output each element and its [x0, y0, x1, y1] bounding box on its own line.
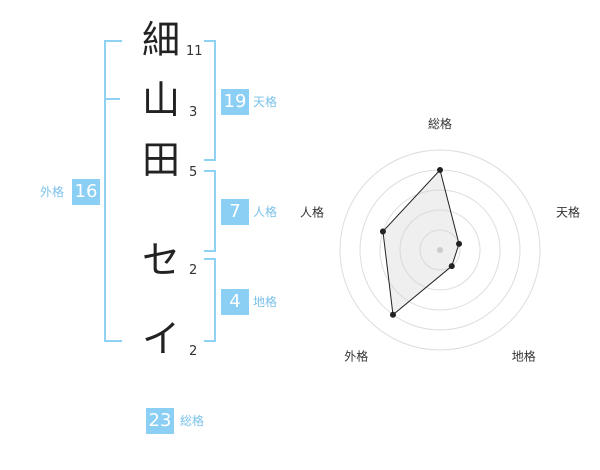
- radar-point-1: [437, 167, 443, 173]
- name-char-3: 田: [141, 138, 180, 182]
- chikaku-bracket: [204, 258, 216, 342]
- radar-ring-3: [379, 189, 501, 311]
- radar-center: [437, 247, 443, 253]
- radar-axis-label-3: 地格: [512, 349, 536, 364]
- radar-point-2: [456, 240, 463, 247]
- jinkaku-label: 人格: [253, 205, 278, 219]
- gaikaku-value: 16: [72, 179, 100, 205]
- radar-polygon: [382, 168, 460, 316]
- radar-point-5: [379, 228, 386, 235]
- soukaku-value: 23: [146, 408, 174, 434]
- radar-point-3: [448, 263, 455, 270]
- stroke-count-4: 2: [189, 263, 198, 278]
- chikaku-label: 地格: [253, 295, 278, 309]
- name-char-1: 細: [141, 18, 180, 62]
- gaikaku-bracket: [104, 40, 122, 342]
- chikaku-value: 4: [221, 289, 249, 315]
- jinkaku-bracket: [204, 170, 216, 252]
- radar-point-4: [389, 311, 396, 318]
- stroke-count-1: 11: [186, 44, 203, 59]
- tenkaku-bracket: [204, 40, 216, 161]
- stroke-count-3: 5: [189, 165, 198, 180]
- radar-ring-2: [399, 209, 481, 291]
- stroke-count-2: 3: [189, 105, 198, 120]
- radar-ring-1: [419, 229, 461, 271]
- radar-axis-label-1: 総格: [428, 116, 452, 131]
- name-char-4: セ: [141, 238, 180, 282]
- jinkaku-value: 7: [221, 199, 249, 225]
- name-char-2: 山: [141, 78, 180, 122]
- stroke-count-5: 2: [189, 344, 198, 359]
- radar-axis-label-4: 外格: [344, 349, 368, 364]
- radar-axis-label-2: 天格: [556, 204, 580, 219]
- soukaku-label: 総格: [180, 414, 205, 428]
- gaikaku-bracket-mid: [104, 98, 120, 100]
- tenkaku-value: 19: [221, 89, 249, 115]
- gaikaku-label: 外格: [40, 185, 65, 199]
- name-char-5: イ: [141, 317, 180, 361]
- radar-axis-label-5: 人格: [300, 204, 324, 219]
- tenkaku-label: 天格: [253, 95, 278, 109]
